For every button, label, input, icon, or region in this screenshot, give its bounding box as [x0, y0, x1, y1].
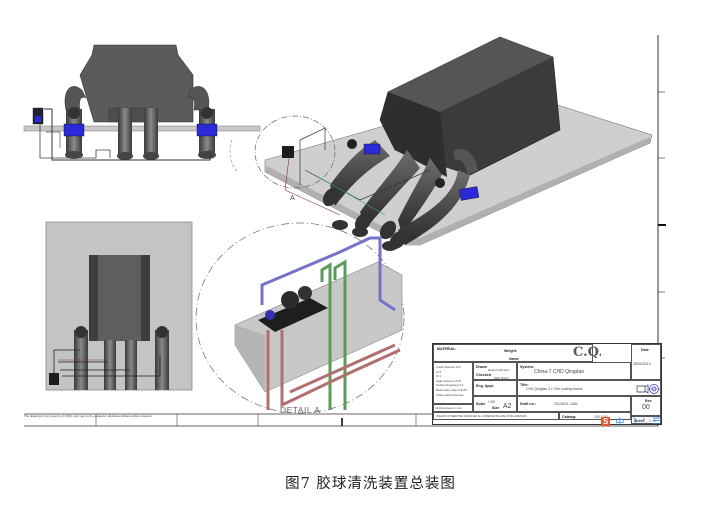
ime-halfwidth-button[interactable]: ☽: [629, 416, 638, 426]
rev-cell: Rev 00: [631, 396, 661, 416]
scale-value: 1:50: [488, 400, 495, 404]
tolerance-row: Surface Roughness 6.3: [436, 384, 464, 388]
drawn-checked-cell: Drawn Roelof Oelmann Checked Mtdr Dutch: [473, 362, 517, 380]
draft-label: Draft no.:: [520, 402, 536, 406]
checked-value: Mtdr Dutch: [494, 376, 509, 380]
tolerance-row: Linear Tolerance ±0.5: [436, 366, 461, 369]
ime-logo-button[interactable]: S: [601, 417, 611, 426]
drawn-label: Drawn: [476, 365, 487, 369]
scale-label: Scale: [476, 402, 486, 406]
name-label: Name: [509, 357, 519, 361]
eng-appr-label: Eng. Appr:: [476, 384, 495, 388]
figure-caption: 图7 胶球清洗装置总装图: [285, 476, 456, 492]
catalog-label: Catalog:: [562, 415, 577, 419]
drawn-value: Roelof Oelmann: [488, 368, 510, 372]
tolerance-row: ±0.1: [436, 375, 442, 379]
weight-label: Weight:: [504, 349, 518, 353]
sheet-value: 1 / 1: [649, 419, 656, 423]
checked-label: Checked: [476, 373, 491, 377]
brand-logo: C.Q.M: [573, 345, 601, 360]
detail-a-callout-circle[interactable]: [254, 115, 336, 189]
title-cell: Title: CHD Qingdao 2 x 70m cooling tower…: [517, 380, 661, 396]
draft-cell: Draft no.: 201/3011-1081: [517, 396, 631, 412]
detail-a-view: [195, 220, 405, 414]
ime-chinese-mode-button[interactable]: 中: [615, 417, 625, 427]
property-notice: The drawing is the property of CQM, and …: [24, 414, 152, 418]
dimensions-label: All Dimensions in mm: [435, 406, 462, 410]
top-plan-view: [45, 221, 193, 391]
title-value: CHD Qingdao 2 x 70m cooling towers: [526, 387, 583, 391]
disclaimer-cell: UNLESS OTHERWISE SPECIFIED ALL DIMENSION…: [433, 412, 559, 420]
date-label: Date: [641, 348, 649, 352]
sheet-cell: Sheet: 1 / 1: [631, 416, 661, 424]
sheet-label: Sheet:: [634, 419, 645, 423]
tolerance-cell: Linear Tolerance ±0.5 ±0.5 ±0.1 Angle To…: [433, 362, 473, 404]
material-cell: MATERIAL: Weight: Name: [433, 344, 593, 362]
title-block: MATERIAL: Weight: Name C.Q.M Date 28/04/…: [432, 343, 662, 425]
tolerance-row: Angle Tolerance ±0.5°: [436, 379, 462, 383]
projection-symbol-icon: [636, 384, 660, 394]
disclaimer-text: UNLESS OTHERWISE SPECIFIED ALL DIMENSION…: [436, 415, 527, 418]
detail-callout-letter: A: [290, 195, 295, 202]
system-label: System:: [520, 365, 534, 369]
size-value: A2: [503, 403, 512, 410]
dimensions-cell: All Dimensions in mm: [433, 404, 473, 412]
iso-pipes: [322, 139, 480, 249]
system-value: China-7 CHD Qingdao: [534, 369, 585, 375]
ime-toolbar: S 中 ☽ °, ☰: [601, 415, 660, 428]
ime-punctuation-button[interactable]: °,: [642, 418, 648, 425]
brand-cell: C.Q.M: [533, 344, 601, 362]
title-label: Title:: [520, 383, 529, 387]
date-value: 28/04/2013: [633, 362, 651, 366]
ime-menu-button[interactable]: ☰: [652, 416, 661, 426]
tolerance-row: Break sharp edges 0.5x45°: [436, 388, 468, 392]
detail-a-label: DETAIL A: [280, 405, 321, 415]
draft-value: 201/3011-1081: [554, 402, 578, 406]
material-label: MATERIAL:: [437, 347, 457, 351]
date-cell: Date 28/04/2013: [631, 344, 661, 380]
rev-value: 00: [642, 404, 650, 411]
system-cell: System: China-7 CHD Qingdao: [517, 362, 631, 380]
rev-label: Rev: [645, 399, 652, 403]
scale-size-cell: Scale 1:50 Size A2: [473, 396, 517, 412]
size-label: Size: [492, 406, 500, 410]
tolerance-row: Unless stated otherwise: [436, 393, 464, 397]
front-elevation-view: [23, 44, 261, 173]
eng-appr-cell: Eng. Appr:: [473, 380, 517, 396]
isometric-view: A: [254, 36, 653, 249]
tolerance-row: ±0.5: [436, 370, 442, 374]
